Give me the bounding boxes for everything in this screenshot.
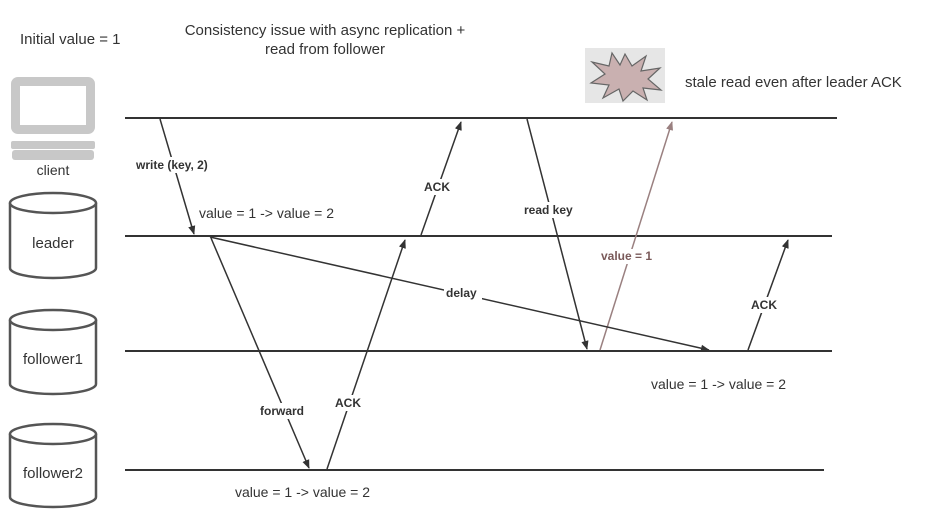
follower1-state-change: value = 1 -> value = 2 (651, 376, 786, 392)
diagram-title-line2: read from follower (265, 41, 385, 58)
diagram-title-line1: Consistency issue with async replication… (185, 22, 466, 39)
initial-value-label: Initial value = 1 (20, 31, 120, 48)
follower1-database-icon (8, 308, 98, 396)
follower1-label: follower1 (23, 351, 83, 368)
client-label: client (37, 162, 70, 178)
write-message-label: write (key, 2) (135, 158, 208, 172)
value-reply-label: value = 1 (601, 249, 652, 263)
leader-label: leader (32, 235, 74, 252)
forward-label: forward (260, 404, 304, 418)
ack-follower2-arrow (326, 239, 406, 470)
stale-read-annotation: stale read even after leader ACK (685, 74, 902, 91)
ack-leader-to-client-arrow (420, 121, 462, 236)
forward-arrow (210, 237, 310, 469)
ack-leader-label: ACK (424, 180, 450, 194)
follower2-database-icon (8, 422, 98, 509)
read-key-arrow (526, 118, 589, 350)
write-arrow (159, 118, 196, 235)
delay-label: delay (446, 286, 477, 300)
ack-follower1-label: ACK (751, 298, 777, 312)
follower2-label: follower2 (23, 465, 83, 482)
read-key-label: read key (524, 203, 573, 217)
follower2-state-change: value = 1 -> value = 2 (235, 484, 370, 500)
value-reply-arrow (599, 121, 673, 351)
ack-follower1-arrow (747, 239, 789, 351)
leader-state-change: value = 1 -> value = 2 (199, 205, 334, 221)
ack-follower2-label: ACK (335, 396, 361, 410)
leader-database-icon (8, 191, 98, 280)
explosion-icon (585, 48, 665, 103)
laptop-icon (11, 77, 95, 160)
